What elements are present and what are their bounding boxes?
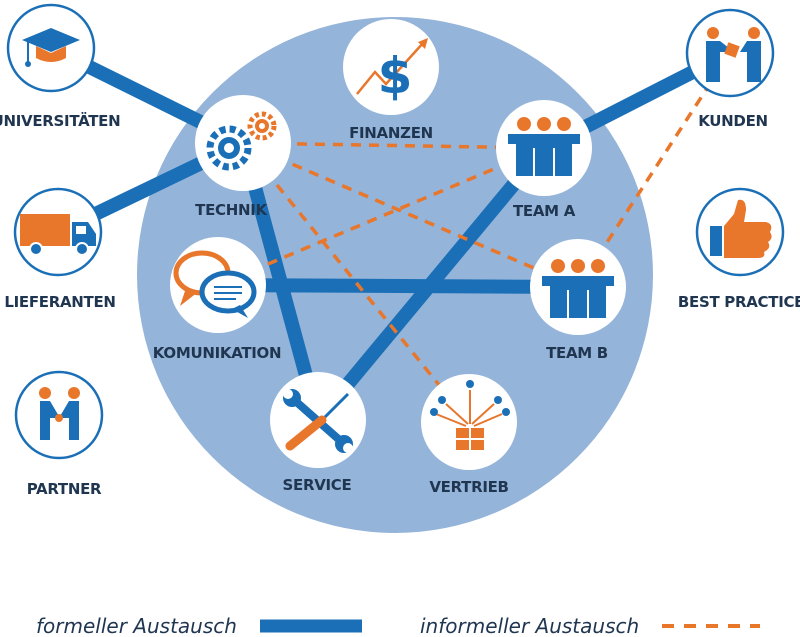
informal-connection-technik-team_b bbox=[242, 141, 579, 289]
node-label-partner: PARTNER bbox=[27, 480, 102, 498]
legend: formeller Austausch informeller Austausc… bbox=[36, 614, 760, 637]
node-team-b: TEAM B bbox=[530, 239, 626, 362]
graduation-cap-icon bbox=[22, 28, 80, 67]
legend-informal-label: informeller Austausch bbox=[420, 614, 639, 637]
gift-distribution-icon bbox=[430, 380, 510, 450]
node-label-service: SERVICE bbox=[283, 476, 352, 494]
node-label-komunikation: KOMUNIKATION bbox=[153, 344, 282, 362]
node-technik: TECHNIK bbox=[195, 95, 291, 219]
node-partner: PARTNER bbox=[14, 370, 104, 498]
business-deal-icon bbox=[706, 27, 761, 82]
informal-connection-komunikation-team_a bbox=[217, 146, 545, 287]
node-label-universitaeten: UNIVERSITÄTEN bbox=[0, 111, 120, 130]
node-label-best-practice: BEST PRACTICE bbox=[678, 293, 800, 311]
node-komunikation: KOMUNIKATION bbox=[153, 237, 282, 362]
node-label-team-b: TEAM B bbox=[546, 344, 608, 362]
speech-bubbles-icon bbox=[173, 250, 257, 318]
node-label-team-a: TEAM A bbox=[513, 202, 576, 220]
node-label-kunden: KUNDEN bbox=[698, 112, 768, 130]
node-label-vertrieb: VERTRIEB bbox=[429, 478, 508, 496]
formal-connection-service-team_a bbox=[312, 143, 550, 425]
formal-connection-komunikation-team_b bbox=[217, 278, 579, 294]
informal-connection-technik-team_a bbox=[242, 141, 545, 150]
dollar-growth-icon: $ bbox=[356, 38, 428, 105]
node-lieferanten: LIEFERANTEN bbox=[4, 187, 116, 311]
svg-text:$: $ bbox=[378, 47, 413, 105]
informal-connection-technik-vertrieb bbox=[241, 141, 471, 424]
delivery-truck-icon bbox=[20, 214, 96, 256]
node-label-finanzen: FINANZEN bbox=[349, 124, 433, 142]
gears-icon bbox=[206, 111, 277, 171]
node-finanzen: $ FINANZEN bbox=[343, 19, 439, 142]
wrench-screwdriver-icon bbox=[283, 389, 353, 453]
node-team-a: TEAM A bbox=[496, 100, 592, 220]
node-service: SERVICE bbox=[270, 372, 366, 494]
node-best-practice: BEST PRACTICE bbox=[678, 187, 800, 311]
node-label-technik: TECHNIK bbox=[195, 201, 268, 219]
handshake-icon bbox=[39, 387, 80, 440]
node-label-lieferanten: LIEFERANTEN bbox=[4, 293, 115, 311]
node-vertrieb: VERTRIEB bbox=[421, 374, 517, 496]
team-icon bbox=[508, 117, 580, 176]
legend-formal-label: formeller Austausch bbox=[36, 614, 237, 637]
team-icon bbox=[542, 259, 614, 318]
node-universitaeten: UNIVERSITÄTEN bbox=[0, 3, 121, 130]
thumbs-up-icon bbox=[710, 199, 772, 258]
node-kunden: KUNDEN bbox=[685, 8, 775, 130]
